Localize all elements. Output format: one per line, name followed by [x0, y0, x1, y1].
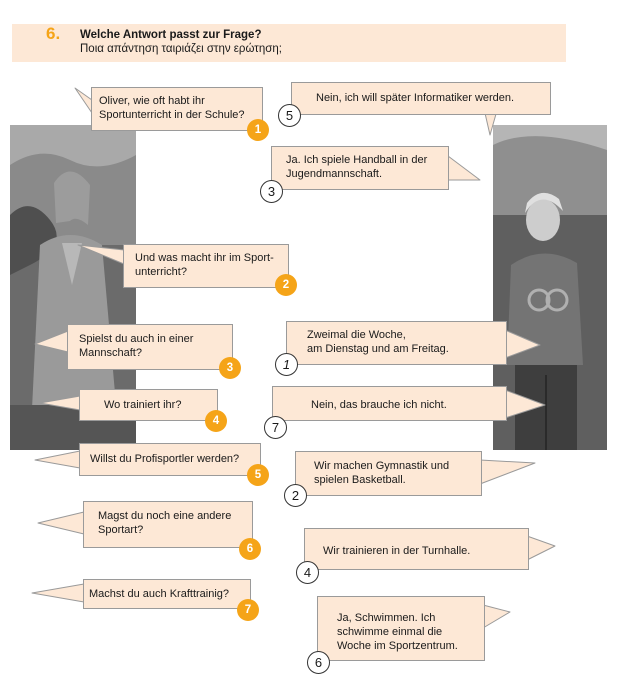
answer-slot-2[interactable]: 3	[260, 180, 283, 203]
answer-slot-7[interactable]: 6	[307, 651, 330, 674]
question-text-2: Und was macht ihr im Sport-unterricht?	[135, 252, 274, 278]
question-bubble-4	[79, 389, 218, 421]
question-number-4: 4	[205, 410, 227, 432]
answer-bubble-7	[317, 596, 485, 661]
question-number-7: 7	[237, 599, 259, 621]
question-number-2: 2	[275, 274, 297, 296]
question-number-6: 6	[239, 538, 261, 560]
question-bubble-7	[83, 579, 251, 609]
question-number-1: 1	[247, 119, 269, 141]
answer-slot-4[interactable]: 7	[264, 416, 287, 439]
exercise-header	[12, 24, 566, 62]
answer-text-4: Nein, das brauche ich nicht.	[311, 399, 447, 411]
answer-text-6: Wir trainieren in der Turnhalle.	[323, 545, 471, 557]
question-bubble-6	[83, 501, 253, 548]
answer-bubble-6	[304, 528, 529, 570]
answer-slot-6[interactable]: 4	[296, 561, 319, 584]
question-bubble-5	[79, 443, 261, 476]
exercise-title-german: Welche Antwort passt zur Frage?	[80, 29, 262, 41]
question-text-5: Willst du Profisportler werden?	[90, 453, 240, 465]
question-text-7: Machst du auch Krafttrainig?	[89, 588, 230, 600]
answer-slot-5[interactable]: 2	[284, 484, 307, 507]
answer-bubble-5	[295, 451, 482, 496]
exercise-title-greek: Ποια απάντηση ταιριάζει στην ερώτηση;	[80, 43, 282, 55]
question-bubble-2	[123, 244, 289, 288]
answer-bubble-3	[286, 321, 507, 365]
answer-text-1: Nein, ich will später Informatiker werde…	[316, 92, 515, 104]
question-number-5: 5	[247, 464, 269, 486]
question-bubble-1	[91, 87, 263, 131]
question-bubble-3	[67, 324, 233, 370]
answer-text-3: Zweimal die Woche,am Dienstag und am Fre…	[307, 329, 449, 355]
answer-slot-1[interactable]: 5	[278, 104, 301, 127]
question-text-4: Wo trainiert ihr?	[104, 399, 182, 411]
answer-bubble-2	[271, 146, 449, 190]
question-number-3: 3	[219, 357, 241, 379]
exercise-number: 6.	[46, 24, 61, 43]
answer-bubble-1	[291, 82, 551, 115]
answer-bubble-4	[272, 386, 507, 421]
answer-slot-3[interactable]: 1	[275, 353, 298, 376]
